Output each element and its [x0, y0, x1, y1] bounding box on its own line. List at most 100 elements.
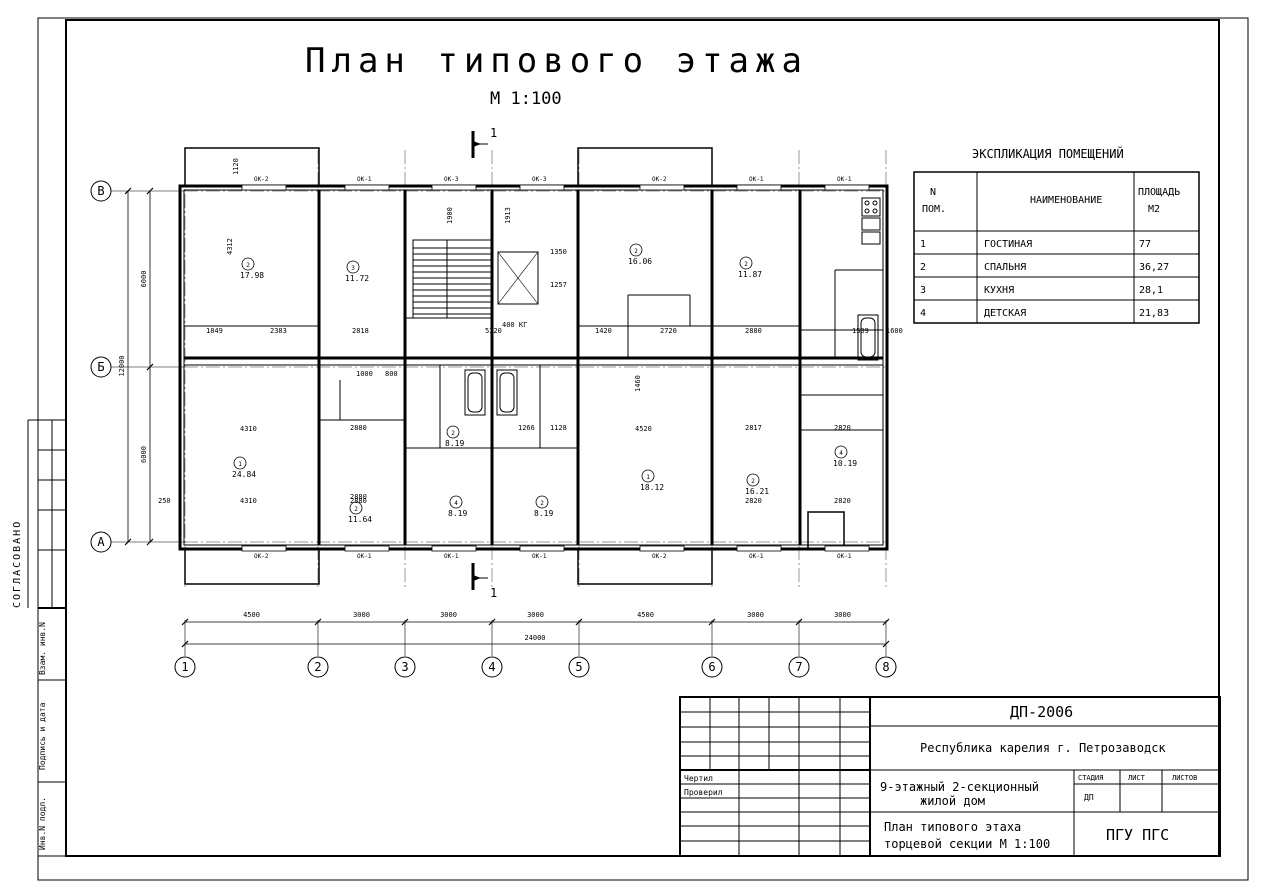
column-axis-label: 1	[181, 660, 188, 674]
window-label: ОК-1	[837, 553, 852, 560]
dim-tick	[575, 618, 583, 626]
col-area-header: ПЛОЩАДЬ	[1138, 187, 1180, 198]
room-number-label: 2	[451, 430, 455, 437]
window-mark	[241, 545, 287, 552]
dim-left-tick	[146, 538, 154, 546]
dim-total-label: 24000	[524, 634, 545, 642]
dim-2820-c: 2820	[834, 497, 851, 505]
room-number-label: 3	[351, 265, 355, 272]
column-axis-marker	[788, 656, 810, 678]
stamp-stage: ДП	[1084, 793, 1094, 802]
row-axis-label: А	[97, 535, 105, 549]
dim-2880-c: 2880	[745, 327, 762, 335]
row-axis-label: Б	[97, 360, 104, 374]
room-number-label: 2	[634, 248, 638, 255]
stamp-stage-header: СТАДИЯ	[1078, 774, 1103, 782]
dim-1120: 1120	[232, 158, 240, 175]
dim-1350: 1350	[550, 248, 567, 256]
dim-4520: 4520	[635, 425, 652, 433]
column-axis-marker	[481, 656, 503, 678]
column-axis-marker	[307, 656, 329, 678]
room-area-label: 11.64	[348, 515, 372, 524]
room-area-label: 16.06	[628, 257, 652, 266]
window-label: ОК-3	[532, 176, 547, 183]
dim-1849: 1849	[206, 327, 223, 335]
dim-tick	[882, 618, 890, 626]
dim-2880-d: 2880	[350, 493, 367, 501]
dim-1600: 1600	[886, 327, 903, 335]
dim-tick	[488, 618, 496, 626]
window-mark	[431, 545, 477, 552]
dim-2880-b: 2880	[350, 424, 367, 432]
explication-row-area: 28,1	[1139, 285, 1163, 296]
explication-row-name: ДЕТСКАЯ	[984, 308, 1026, 319]
stamp-sheets-header: ЛИСТОВ	[1172, 774, 1197, 782]
window-label: ОК-1	[444, 553, 459, 560]
window-label: ОК-2	[652, 553, 667, 560]
bathtub-3	[857, 314, 879, 361]
elevator-shaft	[497, 251, 539, 305]
column-axis-label: 6	[708, 660, 715, 674]
room-area-label: 8.19	[534, 509, 553, 518]
dim-span-label: 3000	[834, 611, 851, 619]
window-label: ОК-1	[357, 553, 372, 560]
room-number-label: 2	[246, 262, 250, 269]
dim-1420: 1420	[595, 327, 612, 335]
explication-row-no: 2	[920, 262, 926, 273]
dim-span-label: 4500	[243, 611, 260, 619]
window-label: ОК-1	[837, 176, 852, 183]
kitchen-stove	[861, 197, 881, 245]
room-number-marker	[446, 425, 460, 439]
stamp-code: ДП-2006	[1010, 703, 1073, 721]
bathtub-2	[496, 369, 518, 416]
dim-4310-b: 4310	[240, 497, 257, 505]
dim-span-label: 4500	[637, 611, 654, 619]
section-mark-bottom: 1	[471, 563, 497, 600]
stamp-sheet-header: ЛИСТ	[1128, 774, 1146, 782]
drawing-title: План типового этажа	[305, 41, 808, 81]
room-area-label: 11.72	[345, 274, 369, 283]
window-mark	[519, 184, 565, 191]
dim-1509: 1509	[852, 327, 869, 335]
room-number-label: 4	[454, 500, 458, 507]
dim-left-tick	[146, 187, 154, 195]
column-axis-marker	[568, 656, 590, 678]
dim-span-label: 3000	[353, 611, 370, 619]
window-label: ОК-2	[254, 176, 269, 183]
dim-1000: 1000	[356, 370, 373, 378]
explication-row-name: ГОСТИНАЯ	[984, 239, 1032, 250]
room-area-label: 8.19	[448, 509, 467, 518]
col-name-header: НАИМЕНОВАНИЕ	[1030, 195, 1102, 206]
room-area-label: 11.87	[738, 270, 762, 279]
dim-left-span-label: 6000	[140, 271, 148, 288]
drawing-scale: М 1:100	[490, 89, 562, 109]
stamp-sheet-2: торцевой секции М 1:100	[884, 837, 1050, 851]
dim-4312: 4312	[226, 238, 234, 255]
stamp-drawn: Чертил	[684, 774, 713, 783]
room-number-marker	[641, 469, 655, 483]
staircase	[412, 239, 493, 319]
bathtub-1	[464, 369, 486, 416]
stamp-location: Республика карелия г. Петрозаводск	[920, 741, 1166, 755]
window-mark	[519, 545, 565, 552]
dim-left-total-label: 12000	[118, 355, 126, 376]
column-axis-marker	[394, 656, 416, 678]
explication-row-no: 3	[920, 285, 926, 296]
room-number-label: 1	[238, 461, 242, 468]
column-axis-label: 7	[795, 660, 802, 674]
elevator-capacity: 400 КГ	[502, 321, 527, 329]
section-label-top: 1	[490, 126, 497, 140]
dim-2383: 2383	[270, 327, 287, 335]
col-no-header: N	[930, 187, 936, 198]
column-axis-label: 4	[488, 660, 495, 674]
room-number-marker	[739, 256, 753, 270]
dim-250: 250	[158, 497, 171, 505]
dim-span-label: 3000	[440, 611, 457, 619]
explication-row-name: КУХНЯ	[984, 285, 1014, 296]
room-number-marker	[449, 495, 463, 509]
stamp-org: ПГУ ПГС	[1106, 826, 1169, 844]
